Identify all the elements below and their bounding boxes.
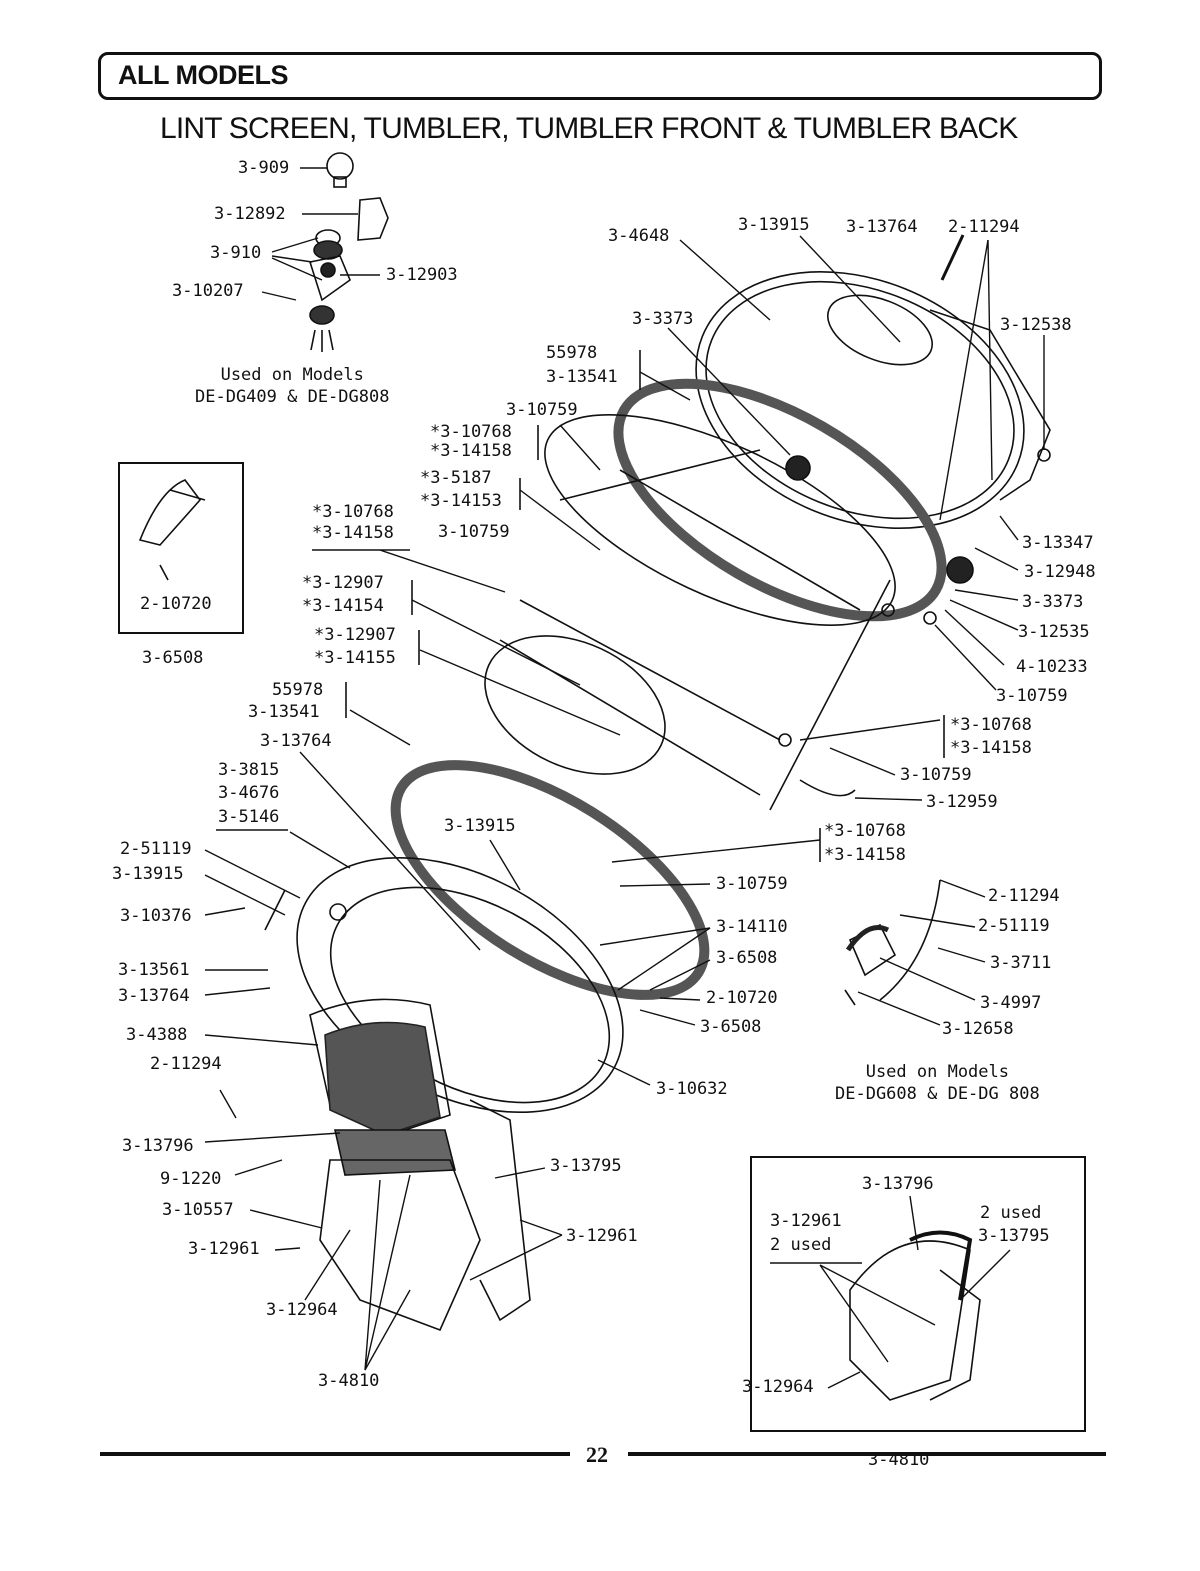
part-label: *3-12907 bbox=[314, 625, 396, 645]
part-label: 55978 bbox=[546, 343, 598, 363]
inset-right-label-3-12961: 3-12961 bbox=[770, 1211, 842, 1231]
part-label: 9-1220 bbox=[160, 1169, 222, 1189]
part-label: 3-13541 bbox=[546, 367, 618, 387]
part-label: 3-10759 bbox=[506, 400, 578, 420]
rear-seal bbox=[613, 378, 947, 622]
lint-screen bbox=[309, 998, 531, 1332]
part-label: *3-14158 bbox=[824, 845, 906, 865]
part-label: 3-13915 bbox=[444, 816, 516, 836]
bracket-marks bbox=[216, 350, 945, 862]
front-seal bbox=[390, 760, 710, 1000]
part-label: 3-3373 bbox=[1022, 592, 1084, 612]
footer-rule-left bbox=[100, 1452, 570, 1456]
part-label: 3-13795 bbox=[550, 1156, 622, 1176]
inset-right-label-3-13795: 3-13795 bbox=[978, 1226, 1050, 1246]
part-label: 2-11294 bbox=[948, 217, 1020, 237]
part-label: *3-14154 bbox=[302, 596, 384, 616]
part-label: 3-13561 bbox=[118, 960, 190, 980]
part-label: 3-13915 bbox=[112, 864, 184, 884]
inset-right-label-3-13796: 3-13796 bbox=[862, 1174, 934, 1194]
part-label: 3-910 bbox=[210, 243, 262, 263]
models-note-top: Used on Models DE-DG409 & DE-DG808 bbox=[195, 365, 390, 408]
part-label: 3-6508 bbox=[700, 1017, 762, 1037]
part-label: 3-3711 bbox=[990, 953, 1052, 973]
part-label: 3-13347 bbox=[1022, 533, 1094, 553]
models-note-right: Used on Models DE-DG608 & DE-DG 808 bbox=[835, 1062, 1040, 1105]
part-label: *3-14158 bbox=[430, 441, 512, 461]
part-label: *3-14155 bbox=[314, 648, 396, 668]
part-label: 3-12948 bbox=[1024, 562, 1096, 582]
part-label: 3-12959 bbox=[926, 792, 998, 812]
inset-right-frame bbox=[750, 1156, 1086, 1432]
inset-right-used-b: 2 used bbox=[980, 1203, 1042, 1223]
part-label: 3-13764 bbox=[260, 731, 332, 751]
part-label: 2-51119 bbox=[120, 839, 192, 859]
page-number: 22 bbox=[586, 1442, 608, 1467]
part-label: 3-4810 bbox=[318, 1371, 380, 1391]
inset-right-label-3-12964: 3-12964 bbox=[742, 1377, 814, 1397]
part-label: 3-12903 bbox=[386, 265, 458, 285]
inset-left-part-label: 2-10720 bbox=[140, 594, 212, 614]
header-frame bbox=[98, 52, 1102, 100]
part-label: 3-12961 bbox=[566, 1226, 638, 1246]
part-label: *3-10768 bbox=[824, 821, 906, 841]
part-label: 3-4648 bbox=[608, 226, 670, 246]
part-label: 3-12892 bbox=[214, 204, 286, 224]
page-title: ALL MODELS bbox=[118, 60, 289, 90]
part-label: 2-51119 bbox=[978, 916, 1050, 936]
part-label: 3-12538 bbox=[1000, 315, 1072, 335]
part-label: 2-10720 bbox=[706, 988, 778, 1008]
part-label: 3-14110 bbox=[716, 917, 788, 937]
part-label: *3-5187 bbox=[420, 468, 492, 488]
part-label: 3-10759 bbox=[996, 686, 1068, 706]
inset-left-frame bbox=[118, 462, 244, 634]
part-label: 4-10233 bbox=[1016, 657, 1088, 677]
part-label: 3-13764 bbox=[846, 217, 918, 237]
part-label: 3-12964 bbox=[266, 1300, 338, 1320]
part-label: 3-13541 bbox=[248, 702, 320, 722]
inset-left-caption: 3-6508 bbox=[142, 648, 204, 668]
part-label: 3-6508 bbox=[716, 948, 778, 968]
part-label: 3-5146 bbox=[218, 807, 280, 827]
part-label: 3-909 bbox=[238, 158, 290, 178]
part-label: 3-3815 bbox=[218, 760, 280, 780]
part-label: 3-10376 bbox=[120, 906, 192, 926]
part-label: 3-10759 bbox=[438, 522, 510, 542]
part-label: *3-14158 bbox=[950, 738, 1032, 758]
part-label: *3-14153 bbox=[420, 491, 502, 511]
part-label: 3-13915 bbox=[738, 215, 810, 235]
part-label: 3-4388 bbox=[126, 1025, 188, 1045]
part-label: *3-12907 bbox=[302, 573, 384, 593]
part-label: 3-12961 bbox=[188, 1239, 260, 1259]
part-label: 2-11294 bbox=[988, 886, 1060, 906]
part-label: 3-10632 bbox=[656, 1079, 728, 1099]
part-label: 3-10759 bbox=[716, 874, 788, 894]
part-label: *3-10768 bbox=[430, 422, 512, 442]
part-label: 3-12658 bbox=[942, 1019, 1014, 1039]
part-label: 3-3373 bbox=[632, 309, 694, 329]
footer-rule-right bbox=[628, 1452, 1106, 1456]
part-label: 3-10207 bbox=[172, 281, 244, 301]
part-label: 3-10557 bbox=[162, 1200, 234, 1220]
part-label: 3-4676 bbox=[218, 783, 280, 803]
part-label: *3-10768 bbox=[312, 502, 394, 522]
part-label: 3-13796 bbox=[122, 1136, 194, 1156]
inset-right-used-a: 2 used bbox=[770, 1235, 832, 1255]
tumbler-back bbox=[695, 234, 1051, 529]
part-label: *3-14158 bbox=[312, 523, 394, 543]
door-switch-assembly bbox=[844, 879, 941, 1006]
part-label: 55978 bbox=[272, 680, 324, 700]
part-label: 3-4997 bbox=[980, 993, 1042, 1013]
leader-lines bbox=[204, 167, 1045, 1389]
part-label: 3-12535 bbox=[1018, 622, 1090, 642]
part-label: 3-10759 bbox=[900, 765, 972, 785]
diagram-subtitle: LINT SCREEN, TUMBLER, TUMBLER FRONT & TU… bbox=[160, 112, 1018, 145]
part-label: *3-10768 bbox=[950, 715, 1032, 735]
part-label: 3-13764 bbox=[118, 986, 190, 1006]
part-label: 2-11294 bbox=[150, 1054, 222, 1074]
